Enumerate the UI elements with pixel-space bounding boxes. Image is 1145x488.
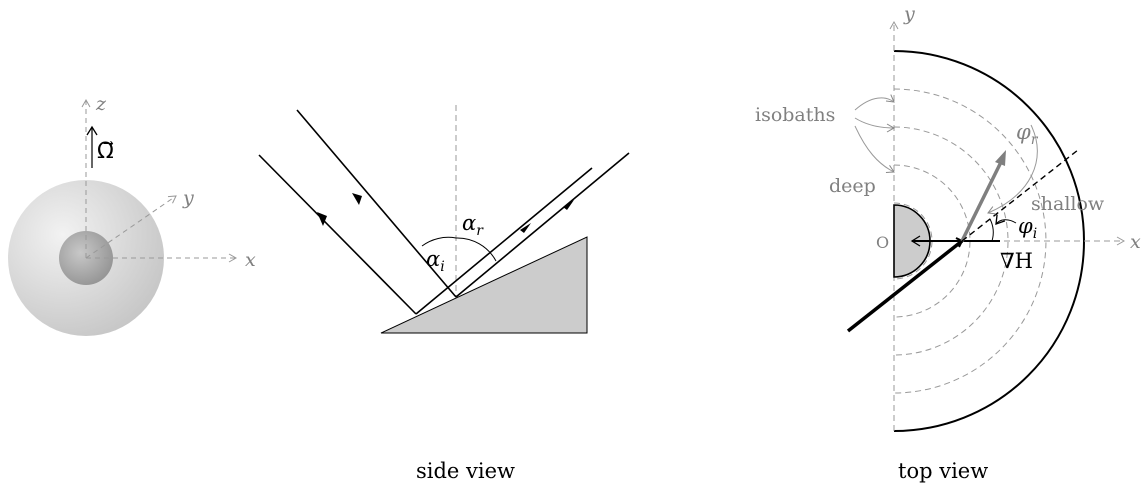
top-y-label: y [903,3,915,25]
alpha-i-label: αi [426,247,445,275]
isobaths-leader-1 [854,94,895,111]
side-view-caption: side view [416,459,515,483]
alpha-r-arc [455,237,497,262]
alpha-r-label: αr [462,211,484,239]
top-x-label: x [1130,231,1141,253]
incident-ray-2 [296,109,457,298]
sphere-z-label: z [95,93,107,115]
sloping-seafloor-wedge [380,236,588,334]
reflected-wave-ray [960,157,1005,242]
origin-label: O [876,233,889,252]
phi-i-label: φi [1018,214,1037,242]
reflected-ray-1 [415,167,593,315]
reflected-arrowhead-2 [563,200,574,210]
shallow-label: shallow [1031,193,1105,215]
top-view-panel: isobaths deep shallow O x y φr φi ∇H top… [755,3,1141,483]
sphere-panel: x y z Ω⃗ [8,93,256,336]
deep-label: deep [829,175,876,197]
incident-arrowhead-2 [352,193,362,205]
reflected-wave-arrowhead [995,150,1006,166]
side-view-panel: αi αr side view [258,105,630,483]
gradient-label: ∇H [1000,249,1033,273]
sphere-x-label: x [245,249,256,271]
incident-wave-ray [846,239,964,333]
reflected-ray-2 [455,152,630,298]
isobath-3 [893,126,1009,356]
phi-r-leader [987,124,1038,215]
incident-arrowhead-1 [317,212,327,226]
phi-i-leader [995,214,1017,225]
rotation-omega-label: Ω⃗ [97,139,114,164]
isobaths-leader-2 [854,117,896,133]
isobath-4 [893,88,1047,394]
alpha-i-arc [421,236,457,247]
sphere-y-label: y [182,187,194,209]
isobaths-label: isobaths [755,104,835,126]
isobath-1 [893,202,933,280]
reflected-arrowhead-1 [520,223,531,233]
isobath-2 [893,164,971,318]
isobaths-leader-3 [854,125,895,173]
phi-i-arc [989,218,994,242]
sphere-y-axis [85,195,177,259]
incident-continuation-line [961,149,1079,242]
incident-ray-1 [258,154,417,315]
top-view-caption: top view [898,459,988,483]
phi-r-label: φr [1016,120,1039,148]
